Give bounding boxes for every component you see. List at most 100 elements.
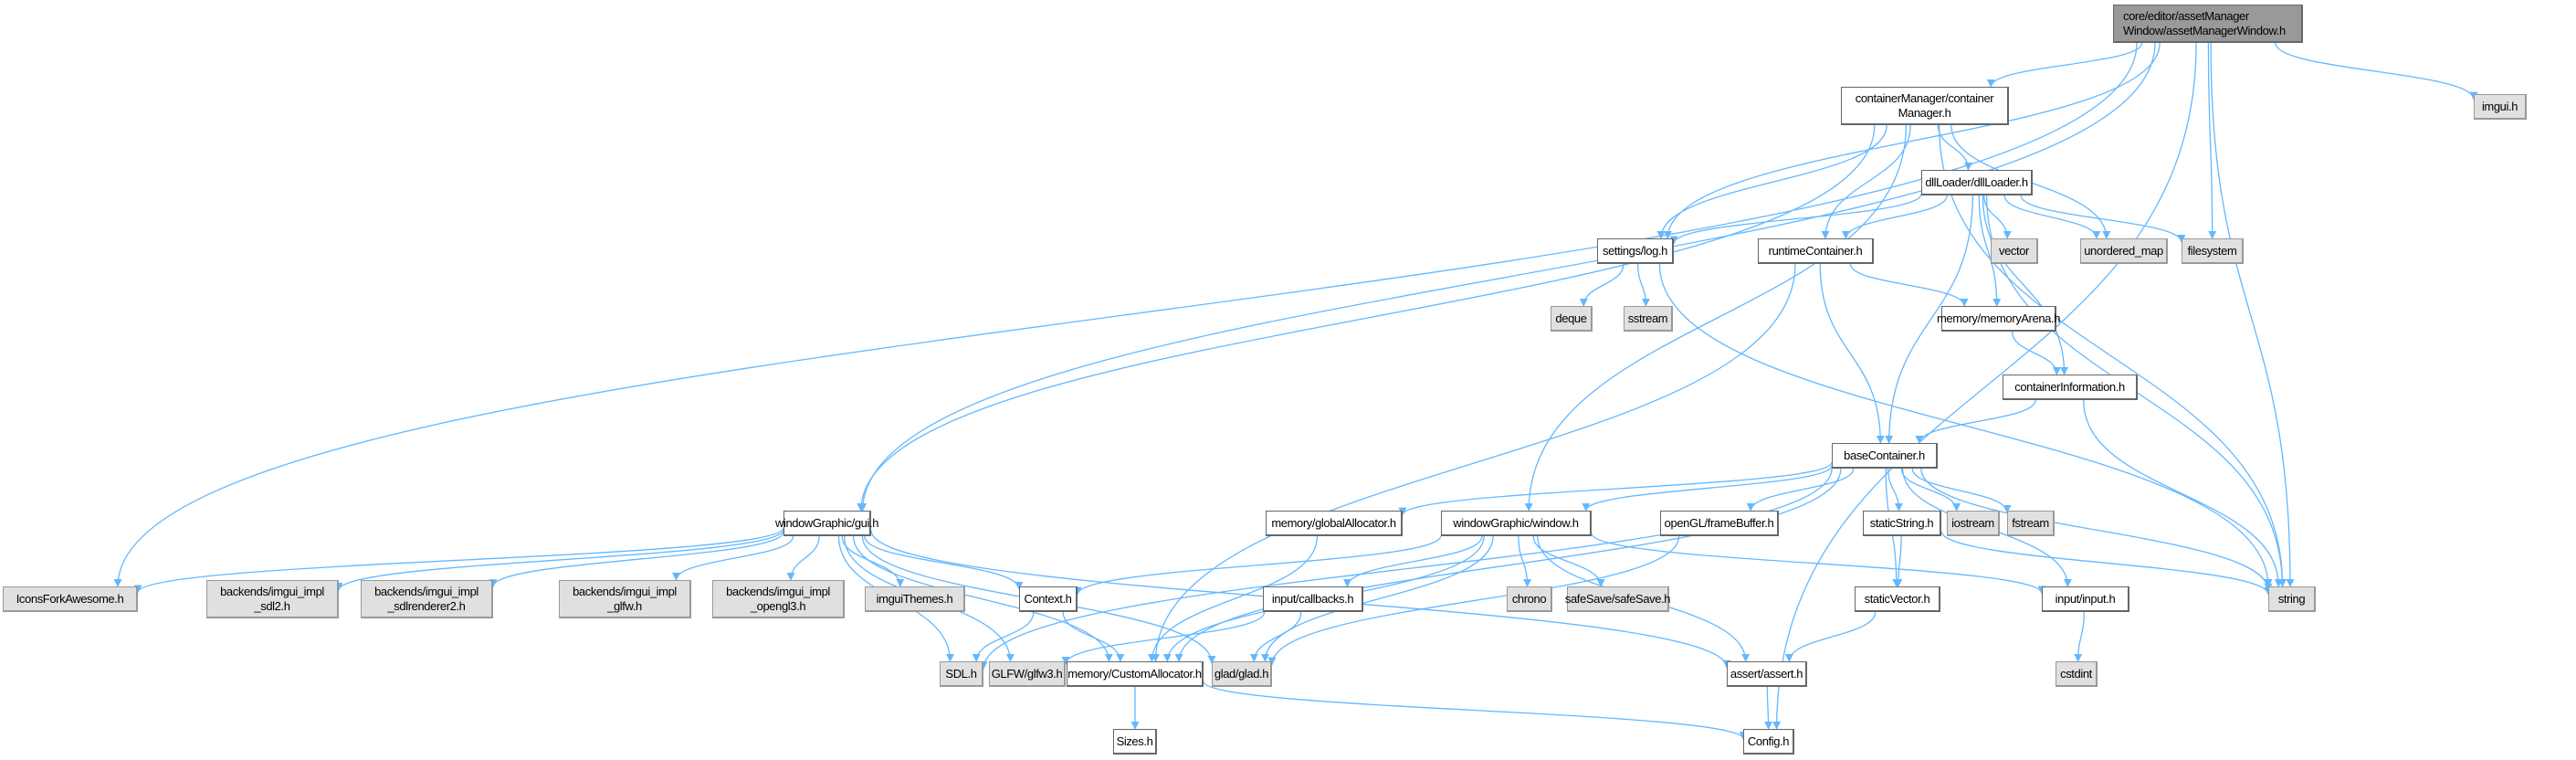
node-SDL[interactable]: SDL.h [940, 661, 983, 687]
edge-dllLoader-to-vector [1983, 195, 2012, 239]
node-input-input[interactable]: input/input.h [2042, 586, 2129, 612]
node-glad[interactable]: glad/glad.h [1212, 661, 1272, 687]
edge-window-to-input [1591, 533, 2046, 595]
node-memoryArena[interactable]: memory/memoryArena.h [1937, 306, 2060, 332]
node-assert[interactable]: assert/assert.h [1727, 661, 1807, 687]
edge-gui-to-implSdl2 [334, 529, 784, 592]
edge-context-to-sdl [972, 611, 1035, 662]
node-GLFW-glfw3[interactable]: GLFW/glfw3.h [989, 661, 1066, 687]
node-vector[interactable]: vector [1991, 238, 2038, 264]
edge-containerInformation-to-baseContainer [1915, 399, 2036, 444]
edge-baseContainer-to-string [1920, 468, 2273, 592]
node-deque[interactable]: deque [1551, 306, 1593, 332]
node-openGL-frameBuffer[interactable]: openGL/frameBuffer.h [1660, 511, 1779, 536]
edge-containerManager-to-log [1656, 124, 1887, 239]
node-Sizes[interactable]: Sizes.h [1113, 729, 1157, 755]
node-imgui-impl-sdlrenderer2[interactable]: backends/imgui_impl _sdlrenderer2.h [361, 580, 493, 618]
edge-staticString-to-string [1940, 531, 2273, 596]
node-Context[interactable]: Context.h [1019, 586, 1078, 612]
node-fstream[interactable]: fstream [2007, 511, 2055, 536]
node-staticVector[interactable]: staticVector.h [1855, 586, 1940, 612]
edge-window-to-chrono [1518, 535, 1532, 587]
node-IconsForkAwesome[interactable]: IconsForkAwesome.h [3, 586, 138, 612]
edge-root-to-config [1772, 42, 2197, 730]
node-string[interactable]: string [2268, 586, 2316, 612]
node-globalAllocator[interactable]: memory/globalAllocator.h [1266, 511, 1403, 536]
edge-gui-to-iconsForkAwesome [133, 527, 784, 594]
edge-dllLoader-to-memoryArena [1978, 195, 2002, 307]
edge-root-to-imgui [2275, 42, 2478, 100]
node-cstdint[interactable]: cstdint [2056, 661, 2098, 687]
edge-baseContainer-to-staticString [1887, 468, 1903, 512]
edge-runtimeContainer-to-baseContainer [1819, 263, 1885, 444]
edge-memoryArena-to-containerInformation [2011, 331, 2061, 375]
edge-root-to-gui [858, 42, 2156, 512]
edge-containerManager-to-string [1938, 124, 2287, 587]
node-Config[interactable]: Config.h [1743, 729, 1794, 755]
edge-containerInformation-to-string [2083, 399, 2283, 587]
node-imgui-impl-opengl3[interactable]: backends/imgui_impl _opengl3.h [712, 580, 845, 618]
node-filesystem[interactable]: filesystem [2182, 238, 2244, 264]
node-sstream[interactable]: sstream [1624, 306, 1673, 332]
node-containerManager[interactable]: containerManager/container Manager.h [1841, 87, 2009, 125]
node-imgui[interactable]: imgui.h [2474, 94, 2527, 120]
edge-input-to-cstdint [2074, 611, 2085, 662]
edge-callbacks-to-glfw3 [1061, 611, 1266, 665]
edge-frameBuffer-to-glad [1267, 535, 1680, 666]
edge-gui-to-implOpengl3 [786, 535, 820, 581]
edge-log-to-deque [1579, 263, 1624, 307]
edge-window-to-glad [1260, 535, 1494, 662]
edge-dllLoader-to-baseContainer [1885, 195, 1973, 444]
node-iostream[interactable]: iostream [1947, 511, 2000, 536]
edge-root-to-string [2210, 42, 2295, 587]
edge-runtimeContainer-to-memoryArena [1849, 263, 1969, 307]
node-dllLoader[interactable]: dllLoader/dllLoader.h [1921, 170, 2033, 195]
edge-dllLoader-to-containerInformation [1982, 195, 2069, 375]
node-safeSave[interactable]: safeSave/safeSave.h [1565, 586, 1671, 612]
node-imgui-impl-glfw[interactable]: backends/imgui_impl _glfw.h [559, 580, 691, 618]
edge-baseContainer-to-customAllocator [1174, 468, 1842, 662]
node-CustomAllocator[interactable]: memory/CustomAllocator.h [1067, 661, 1204, 687]
node-windowGraphic-window[interactable]: windowGraphic/window.h [1441, 511, 1592, 536]
node-windowGraphic-gui[interactable]: windowGraphic/gui.h [775, 511, 878, 536]
edge-log-to-string [1658, 263, 2273, 588]
edge-dllLoader-to-runtimeContainer [1841, 195, 1948, 239]
edge-baseContainer-to-frameBuffer [1746, 468, 1855, 512]
node-settings-log[interactable]: settings/log.h [1597, 238, 1674, 264]
edge-dllLoader-to-filesystem [2020, 195, 2186, 244]
edge-runtimeContainer-to-customAllocator [1151, 263, 1796, 662]
node-imgui-impl-sdl2[interactable]: backends/imgui_impl _sdl2.h [206, 580, 339, 618]
node-baseContainer[interactable]: baseContainer.h [1832, 443, 1938, 469]
edge-gui-to-implGlfw [671, 535, 794, 581]
edge-baseContainer-to-sdl [979, 468, 1833, 670]
node-staticString[interactable]: staticString.h [1863, 511, 1941, 536]
node-unordered-map[interactable]: unordered_map [2080, 238, 2168, 264]
edge-assert-to-config [1764, 686, 1773, 730]
edge-root-to-log [1663, 42, 2161, 239]
edge-globalAllocator-to-customAllocator [1147, 535, 1319, 662]
edge-containerManager-to-runtimeContainer [1821, 124, 1911, 239]
edge-staticString-to-staticVector [1894, 535, 1903, 587]
edge-gui-to-implSdlRenderer2 [489, 531, 784, 588]
edge-customAllocator-to-config [1203, 681, 1748, 740]
node-imguiThemes[interactable]: imguiThemes.h [865, 586, 965, 612]
node-chrono[interactable]: chrono [1507, 586, 1552, 612]
edge-dllLoader-to-log [1669, 193, 1922, 245]
edge-root-to-filesystem [2207, 42, 2217, 239]
node-runtimeContainer[interactable]: runtimeContainer.h [1758, 238, 1874, 264]
node-input-callbacks[interactable]: input/callbacks.h [1263, 586, 1363, 612]
edge-baseContainer-to-fstream [1911, 468, 2012, 513]
edge-dllLoader-to-unordered_map [2003, 195, 2101, 239]
edge-log-to-sstream [1636, 263, 1650, 307]
edge-containerManager-to-gui [857, 124, 1876, 512]
edge-window-to-callbacks [1342, 535, 1483, 587]
edge-window-to-context [1073, 535, 1442, 596]
edge-baseContainer-to-globalAllocator [1398, 461, 1833, 516]
edge-staticVector-to-assert [1784, 611, 1877, 662]
edge-root-to-containerManager [1986, 42, 2143, 88]
edge-gui-to-context [864, 535, 1024, 590]
node-root-assetManagerWindow[interactable]: core/editor/assetManager Window/assetMan… [2113, 5, 2303, 43]
node-containerInformation[interactable]: containerInformation.h [2003, 375, 2138, 400]
